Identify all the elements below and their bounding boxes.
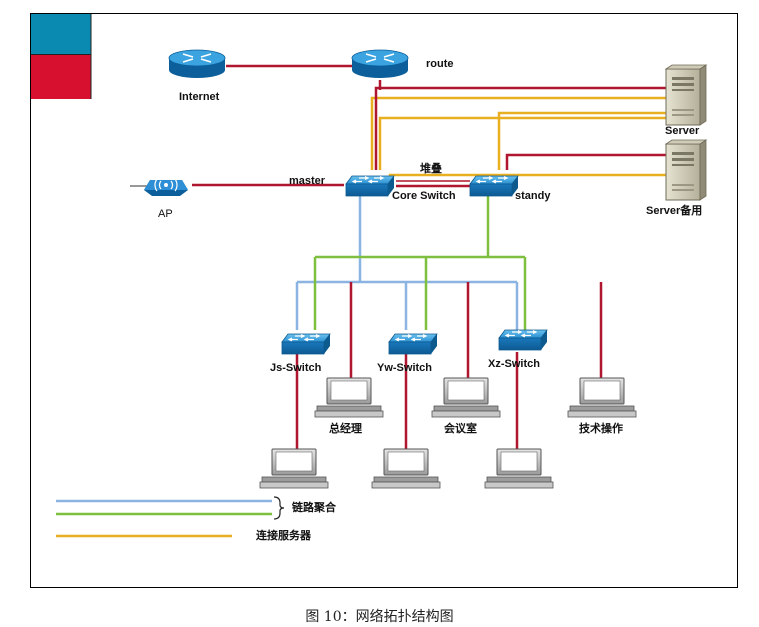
internet-router-icon bbox=[168, 49, 226, 79]
legend-server-connection: 连接服务器 bbox=[256, 530, 311, 542]
green-aggregation-links bbox=[313, 196, 527, 330]
red-access-links bbox=[295, 282, 603, 449]
server-icon bbox=[665, 64, 707, 126]
internet-label: Internet bbox=[179, 91, 220, 103]
js-host-computer-icon bbox=[259, 448, 329, 489]
tech-ops-computer-icon bbox=[567, 377, 637, 418]
core-switch-master-icon bbox=[345, 175, 395, 197]
server-links bbox=[370, 96, 668, 178]
xz-switch-icon bbox=[498, 329, 548, 351]
diagram-frame bbox=[30, 13, 738, 588]
general-manager-label: 总经理 bbox=[329, 423, 362, 435]
xz-switch-label: Xz-Switch bbox=[488, 358, 540, 370]
corner-block-blue bbox=[31, 14, 91, 54]
js-switch-icon bbox=[281, 333, 331, 355]
server-backup-label: Server备用 bbox=[646, 205, 703, 217]
meeting-room-label: 会议室 bbox=[444, 423, 477, 435]
figure-caption: 图 10：网络拓扑结构图 bbox=[305, 609, 454, 625]
server-backup-icon bbox=[665, 139, 707, 201]
legend-link-aggregation: 链路聚合 bbox=[292, 502, 336, 514]
blue-aggregation-links bbox=[295, 196, 519, 330]
route-label: route bbox=[426, 58, 454, 70]
meeting-room-computer-icon bbox=[431, 377, 501, 418]
yw-switch-icon bbox=[388, 333, 438, 355]
general-manager-computer-icon bbox=[314, 377, 384, 418]
js-switch-label: Js-Switch bbox=[270, 362, 322, 374]
stack-label: 堆叠 bbox=[420, 163, 442, 175]
yw-switch-label: Yw-Switch bbox=[377, 362, 433, 374]
standy-label: standy bbox=[515, 190, 551, 202]
corner-block-red bbox=[31, 55, 91, 99]
red-server-links bbox=[374, 86, 668, 170]
route-router-icon bbox=[351, 49, 409, 79]
ap-label: AP bbox=[158, 208, 173, 220]
access-point-icon bbox=[144, 178, 188, 196]
ap-link bbox=[130, 183, 344, 187]
core-switch-standby-icon bbox=[469, 175, 519, 197]
server-label: Server bbox=[665, 125, 700, 137]
xz-host-computer-icon bbox=[484, 448, 554, 489]
tech-ops-label: 技术操作 bbox=[579, 423, 623, 435]
core-switch-label: Core Switch bbox=[392, 190, 456, 202]
master-label: master bbox=[289, 175, 326, 187]
legend-lines bbox=[56, 496, 285, 538]
yw-host-computer-icon bbox=[371, 448, 441, 489]
